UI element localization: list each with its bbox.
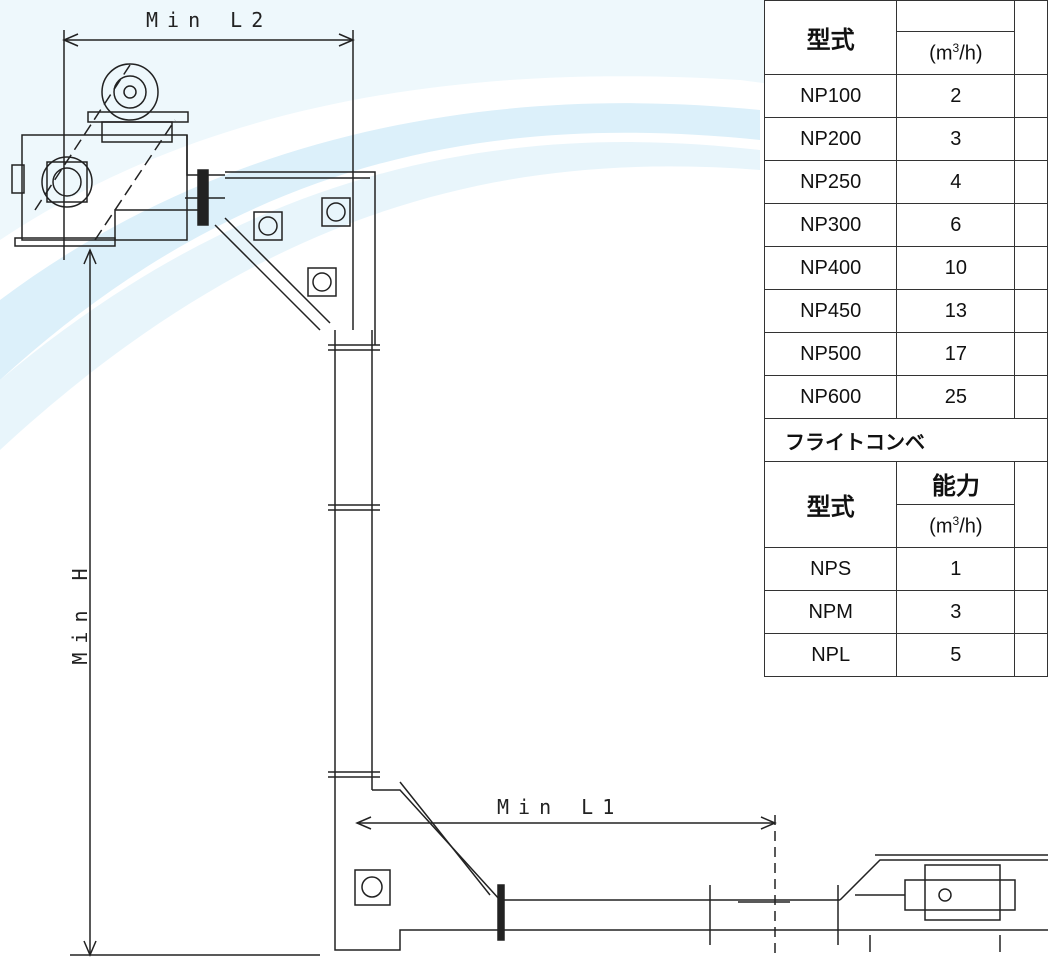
dimension-l1-label: Min L1 — [497, 795, 624, 819]
table1-unit: (m3/h) — [896, 31, 1016, 75]
vertical-column — [328, 330, 380, 930]
table1-model-header: 型式 — [763, 0, 898, 75]
dimension-l2 — [62, 30, 355, 330]
dimension-l2-label: Min L2 — [146, 8, 273, 32]
head-section — [11, 63, 225, 247]
dimension-l1 — [355, 815, 777, 955]
table2-unit: (m3/h) — [896, 504, 1016, 548]
table2-capacity-header: 能力 — [896, 461, 1016, 505]
table2-section-title: フライトコンベ — [764, 418, 1048, 462]
tail-section — [839, 854, 1048, 952]
table1-extra-cell — [1014, 0, 1048, 75]
upper-housing — [185, 169, 376, 345]
table2-model-header: 型式 — [763, 461, 898, 548]
dimension-h — [70, 248, 320, 957]
lower-section — [334, 781, 840, 951]
dimension-h-label: Min H — [68, 559, 92, 665]
table1-capacity-header-cell — [896, 0, 1016, 32]
